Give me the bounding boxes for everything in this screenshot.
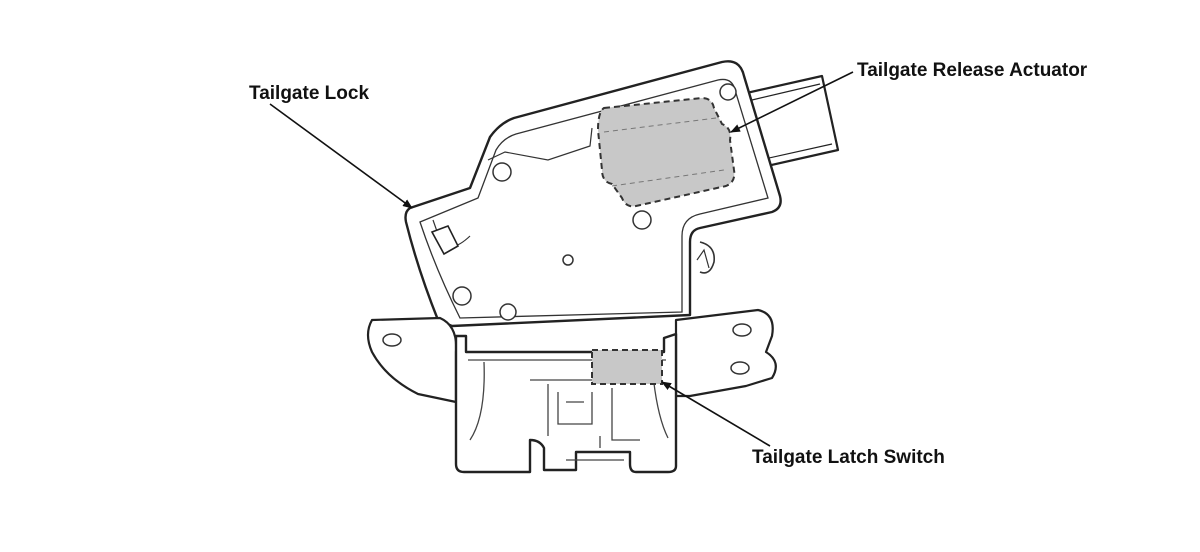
- lock-lever: [430, 224, 460, 256]
- leader-line-actuator: [730, 71, 854, 133]
- tailgate-release-actuator-label: Tailgate Release Actuator: [857, 60, 1088, 81]
- latch-body-details: [468, 359, 669, 461]
- flange-holes: [382, 323, 752, 375]
- leader-lines: [269, 71, 854, 447]
- tailgate-lock-label: Tailgate Lock: [249, 83, 370, 104]
- mounting-holes: [452, 83, 737, 321]
- leader-line-lock: [269, 103, 413, 209]
- release-actuator-highlight: [596, 96, 736, 208]
- tailgate-latch-switch-label: Tailgate Latch Switch: [752, 447, 945, 468]
- leader-line-switch: [661, 381, 771, 447]
- latch-switch-highlight: [591, 349, 663, 385]
